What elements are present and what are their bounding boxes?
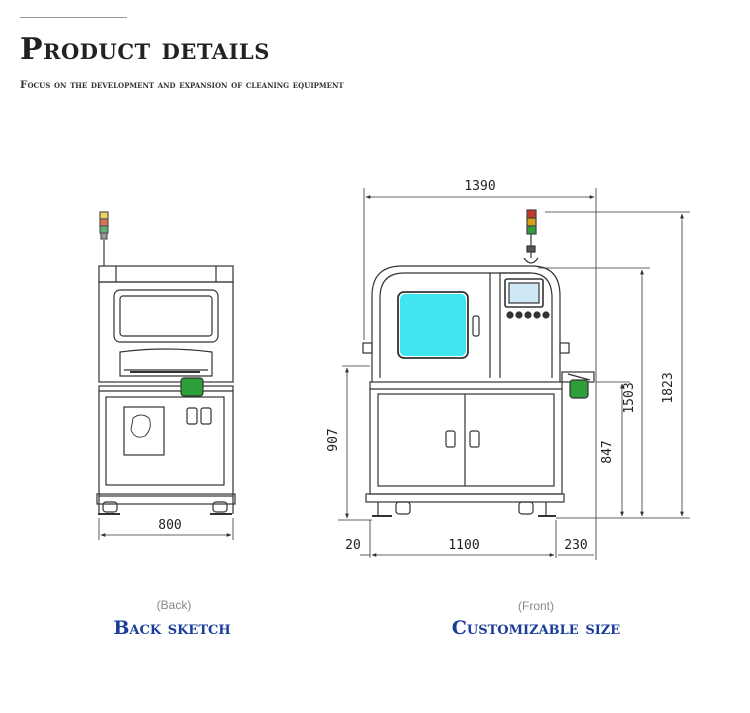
front-height-1823-label: 1823 xyxy=(661,372,676,403)
back-width-dimension xyxy=(98,518,234,540)
back-width-label: 800 xyxy=(158,518,181,533)
front-body-width-label: 1100 xyxy=(448,538,479,553)
front-height-847-label: 847 xyxy=(600,440,615,463)
front-signal-tower xyxy=(523,209,539,264)
back-green-knob xyxy=(180,377,204,397)
front-height-907-label: 907 xyxy=(326,428,341,451)
back-sketch-machine xyxy=(96,211,236,515)
back-caption-small: (Back) xyxy=(156,598,192,612)
front-right-offset-label: 230 xyxy=(564,538,587,553)
front-hmi-screen xyxy=(508,282,540,304)
front-machine xyxy=(362,209,595,517)
page-title: Product details xyxy=(20,32,270,67)
front-height-1503-label: 1503 xyxy=(622,382,637,413)
page-subtitle: Focus on the development and expansion o… xyxy=(20,79,344,91)
back-signal-tower xyxy=(99,211,109,266)
header-rule xyxy=(20,17,127,18)
back-caption-big: Back sketch xyxy=(113,617,231,639)
front-caption-small: (Front) xyxy=(518,599,554,613)
front-dimensions xyxy=(338,188,690,560)
front-cyan-window xyxy=(400,294,466,356)
front-caption-big: Customizable size xyxy=(451,617,621,639)
front-width-top-label: 1390 xyxy=(464,179,495,194)
front-green-knob xyxy=(569,379,589,399)
front-left-offset-label: 20 xyxy=(345,538,361,553)
